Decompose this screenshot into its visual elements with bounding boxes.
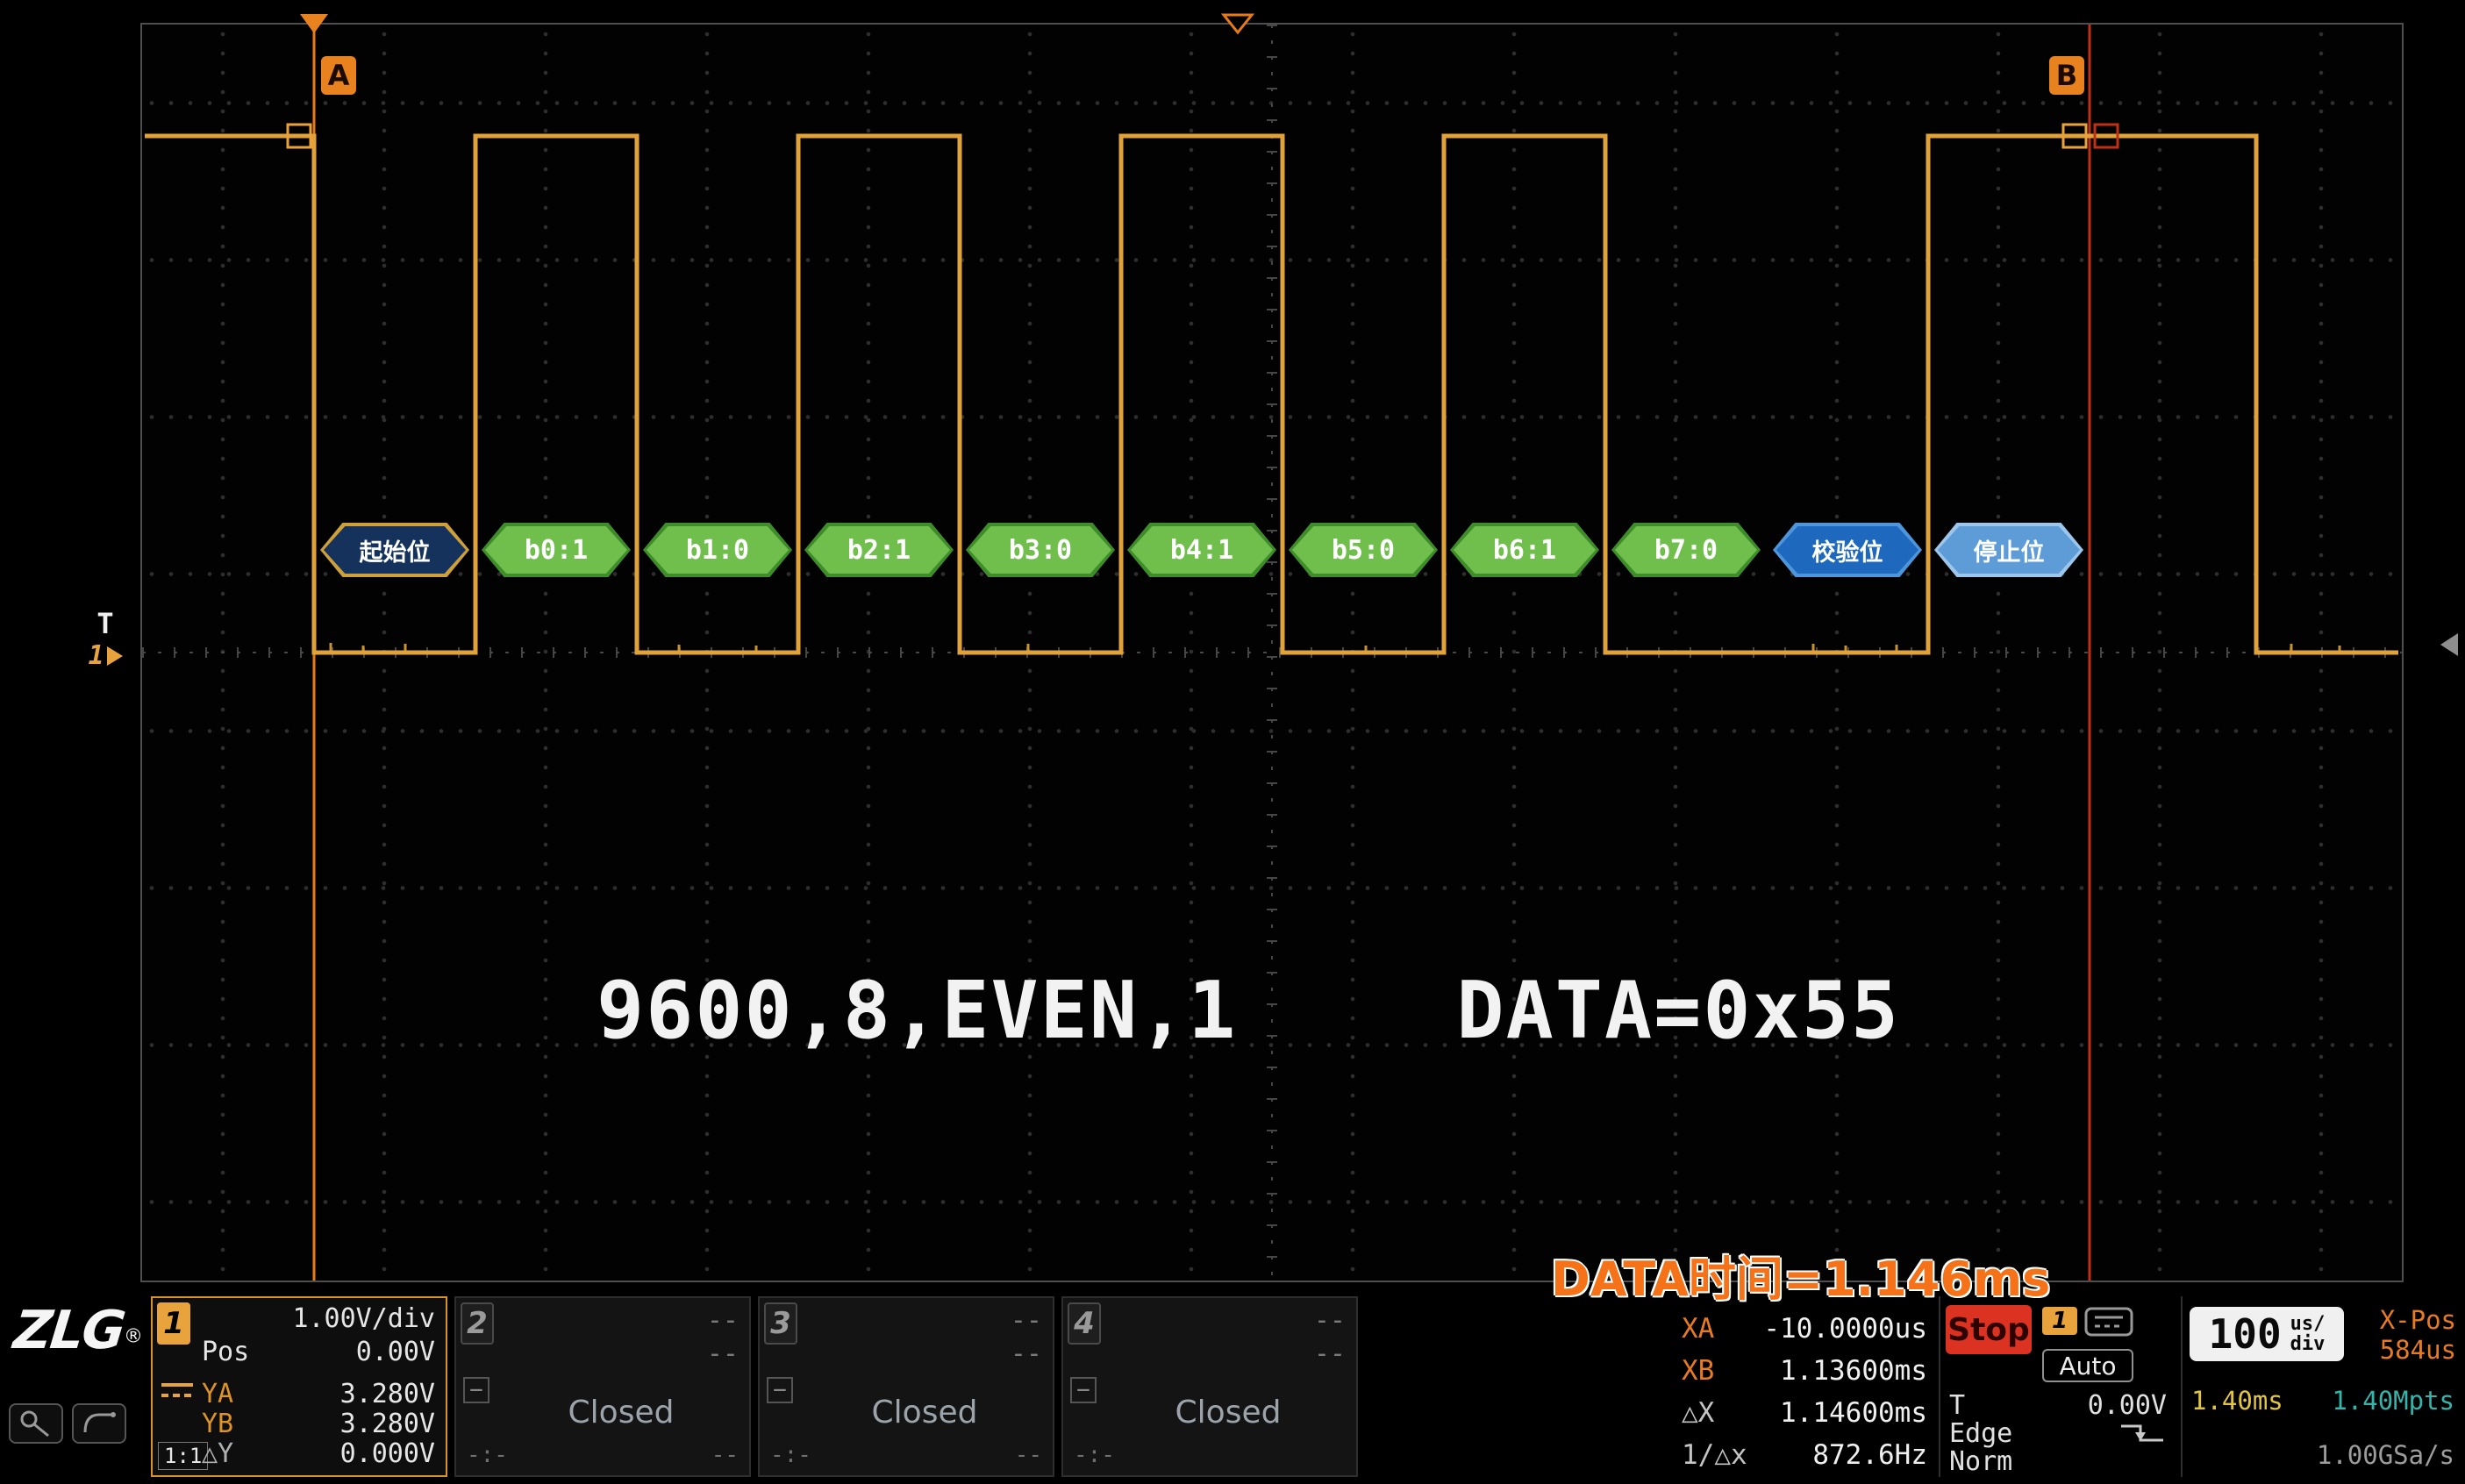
ya-value: 3.280V <box>339 1378 435 1409</box>
timebase-panel: 100 us/ div X-Pos 584us 1.40ms 1.40Mpts … <box>2181 1296 2463 1477</box>
channel-2-dash2: -- <box>706 1338 739 1369</box>
zlg-logo-text: ZLG <box>11 1300 127 1361</box>
trigger-panel: Stop 1 Auto T 0.00V Edge Norm <box>1939 1296 2177 1477</box>
pos-value: 0.00V <box>355 1336 435 1367</box>
cursor-b-label[interactable]: B <box>2049 56 2084 95</box>
xb-value: 1.13600ms <box>1780 1355 1927 1387</box>
delta-y-label: △Y <box>202 1438 234 1469</box>
trigger-type[interactable]: Edge <box>1949 1417 2013 1449</box>
channel-4-dash1: -- <box>1313 1305 1346 1336</box>
yb-label: YB <box>202 1408 234 1439</box>
uart-data-text: DATA=0x55 <box>1456 965 1901 1057</box>
trigger-channel-label: 1 <box>88 640 104 671</box>
channel-3-status: Closed <box>871 1395 978 1430</box>
trigger-mode-button[interactable]: Auto <box>2042 1349 2133 1382</box>
zlg-logo: ZLG® <box>11 1300 143 1361</box>
probe-ratio: 1:1 <box>158 1442 209 1470</box>
trigger-sweep: Norm <box>1949 1445 2013 1477</box>
delta-x-value: 1.14600ms <box>1780 1397 1927 1429</box>
channel-3-dash1: -- <box>1010 1305 1042 1336</box>
trigger-source-badge[interactable]: 1 <box>2042 1307 2077 1335</box>
trigger-t-label: T <box>96 607 114 640</box>
channel-3-badge[interactable]: 3 <box>764 1302 797 1345</box>
sample-rate: 1.00GSa/s <box>2316 1440 2454 1470</box>
cursor-a-label[interactable]: A <box>321 56 356 95</box>
channel-1-scale: 1.00V/div <box>292 1302 435 1334</box>
channel-3-coupling-icon: − <box>767 1377 793 1403</box>
xpos-value: 584us <box>2379 1335 2456 1365</box>
channel-2-badge[interactable]: 2 <box>461 1302 494 1345</box>
channel-3-panel[interactable]: 3 -- -- − Closed -:- -- <box>758 1296 1054 1477</box>
trigger-level-value: 0.00V <box>2087 1389 2167 1421</box>
xa-value: -10.0000us <box>1763 1313 1927 1345</box>
uart-decode-summary: 9600,8,EVEN,1 DATA=0x55 <box>597 965 1900 1057</box>
probe-compensation-icon[interactable] <box>9 1403 63 1444</box>
trigger-level-label: T <box>1949 1389 1966 1421</box>
capture-window: 1.40ms <box>2191 1386 2283 1416</box>
trace-noise <box>329 643 2341 653</box>
timebase-scale-button[interactable]: 100 us/ div <box>2190 1307 2344 1361</box>
channel-1-panel[interactable]: 1 1:1 1.00V/div Pos 0.00V YA 3.280V YB 3… <box>151 1296 447 1477</box>
xpos-label: X-Pos <box>2379 1305 2456 1335</box>
trigger-coupling-icon <box>2084 1307 2133 1337</box>
run-stop-button[interactable]: Stop <box>1946 1305 2032 1354</box>
waveform-plot <box>142 25 2402 1281</box>
data-time-annotation: DATA时间=1.146ms <box>1551 1252 2051 1307</box>
channel-3-bottom-left: -:- <box>770 1442 811 1468</box>
channel-2-dash1: -- <box>706 1305 739 1336</box>
cursor-b-measure-square-ya <box>2061 123 2088 149</box>
xa-label: XA <box>1682 1313 1715 1345</box>
registered-mark: ® <box>124 1325 143 1348</box>
cursor-readout-panel: XA -10.0000us XB 1.13600ms △X 1.14600ms 1/△… <box>1671 1296 1934 1477</box>
falling-edge-icon <box>2121 1424 2163 1442</box>
cursor-a-measure-square <box>286 123 312 149</box>
channel-4-bottom-left: -:- <box>1074 1442 1115 1468</box>
channel-4-badge[interactable]: 4 <box>1068 1302 1101 1345</box>
freq-value: 872.6Hz <box>1812 1439 1927 1471</box>
xb-label: XB <box>1682 1355 1715 1387</box>
channel-2-panel[interactable]: 2 -- -- − Closed -:- -- <box>454 1296 751 1477</box>
cursor-b-measure-square-yb <box>2093 123 2119 149</box>
cursor-a-triangle-icon[interactable] <box>300 14 328 33</box>
trigger-position-icon[interactable] <box>1221 12 1254 35</box>
memory-depth: 1.40Mpts <box>2332 1386 2454 1416</box>
delta-x-label: △X <box>1682 1397 1715 1429</box>
timebase-unit-top: us/ <box>2290 1313 2326 1335</box>
channel-1-trace <box>145 133 2398 655</box>
channel-4-dash2: -- <box>1313 1338 1346 1369</box>
ground-probe-icon[interactable] <box>72 1403 126 1444</box>
channel-3-dash2: -- <box>1010 1338 1042 1369</box>
channel-4-coupling-icon: − <box>1070 1377 1097 1403</box>
channel-3-bottom-right: -- <box>1014 1442 1042 1468</box>
timebase-scale-value: 100 <box>2208 1310 2282 1358</box>
trigger-level-marker[interactable]: T 1 <box>77 607 133 671</box>
ya-label: YA <box>202 1378 234 1409</box>
yb-value: 3.280V <box>339 1408 435 1439</box>
delta-y-value: 0.000V <box>339 1438 435 1469</box>
trigger-arrow-icon <box>106 646 123 666</box>
freq-label: 1/△x <box>1682 1439 1747 1471</box>
channel-1-badge[interactable]: 1 <box>157 1302 190 1345</box>
right-edge-marker-icon <box>2440 633 2458 656</box>
channel-4-status: Closed <box>1175 1395 1282 1430</box>
uart-config-text: 9600,8,EVEN,1 <box>597 965 1238 1057</box>
timebase-unit-bottom: div <box>2290 1333 2326 1355</box>
channel-2-coupling-icon: − <box>463 1377 489 1403</box>
dc-coupling-icon <box>161 1382 193 1398</box>
pos-label: Pos <box>202 1336 250 1367</box>
channel-2-bottom-right: -- <box>711 1442 739 1468</box>
channel-2-bottom-left: -:- <box>467 1442 508 1468</box>
channel-4-panel[interactable]: 4 -- -- − Closed -:- <box>1061 1296 1358 1477</box>
channel-2-status: Closed <box>568 1395 675 1430</box>
